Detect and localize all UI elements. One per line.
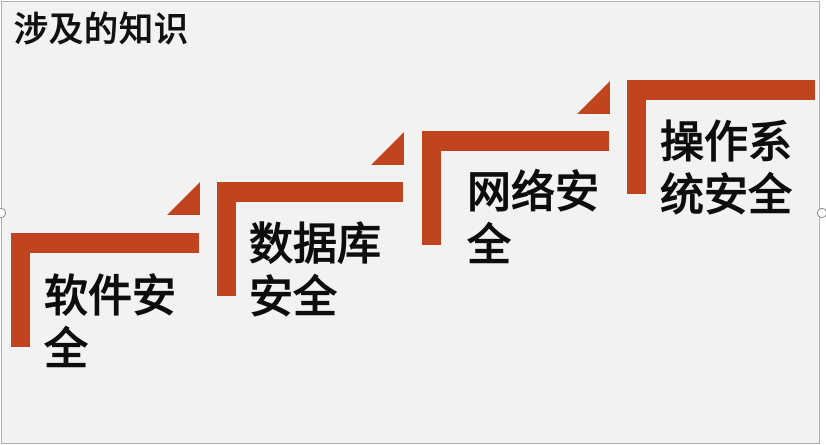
- step-bracket-side: [11, 233, 30, 347]
- step-bracket-side: [422, 131, 441, 245]
- step-bracket-top: [11, 233, 199, 253]
- step-label: 数据库安全: [249, 219, 381, 323]
- resize-handle-right[interactable]: [817, 208, 826, 218]
- step-corner-triangle: [167, 182, 200, 215]
- step-corner-triangle: [577, 81, 610, 114]
- step-bracket-side: [217, 182, 236, 296]
- step-label: 操作系统安全: [660, 117, 792, 221]
- step-corner-triangle: [371, 132, 404, 165]
- step-bracket-top: [422, 131, 609, 151]
- step-bracket-top: [627, 80, 815, 100]
- step-bracket-top: [217, 182, 403, 202]
- resize-handle-left[interactable]: [0, 208, 6, 218]
- step-label: 网络安全: [467, 167, 599, 271]
- page-title: 涉及的知识: [14, 10, 189, 50]
- step-label: 软件安全: [44, 271, 176, 375]
- step-bracket-side: [627, 80, 646, 194]
